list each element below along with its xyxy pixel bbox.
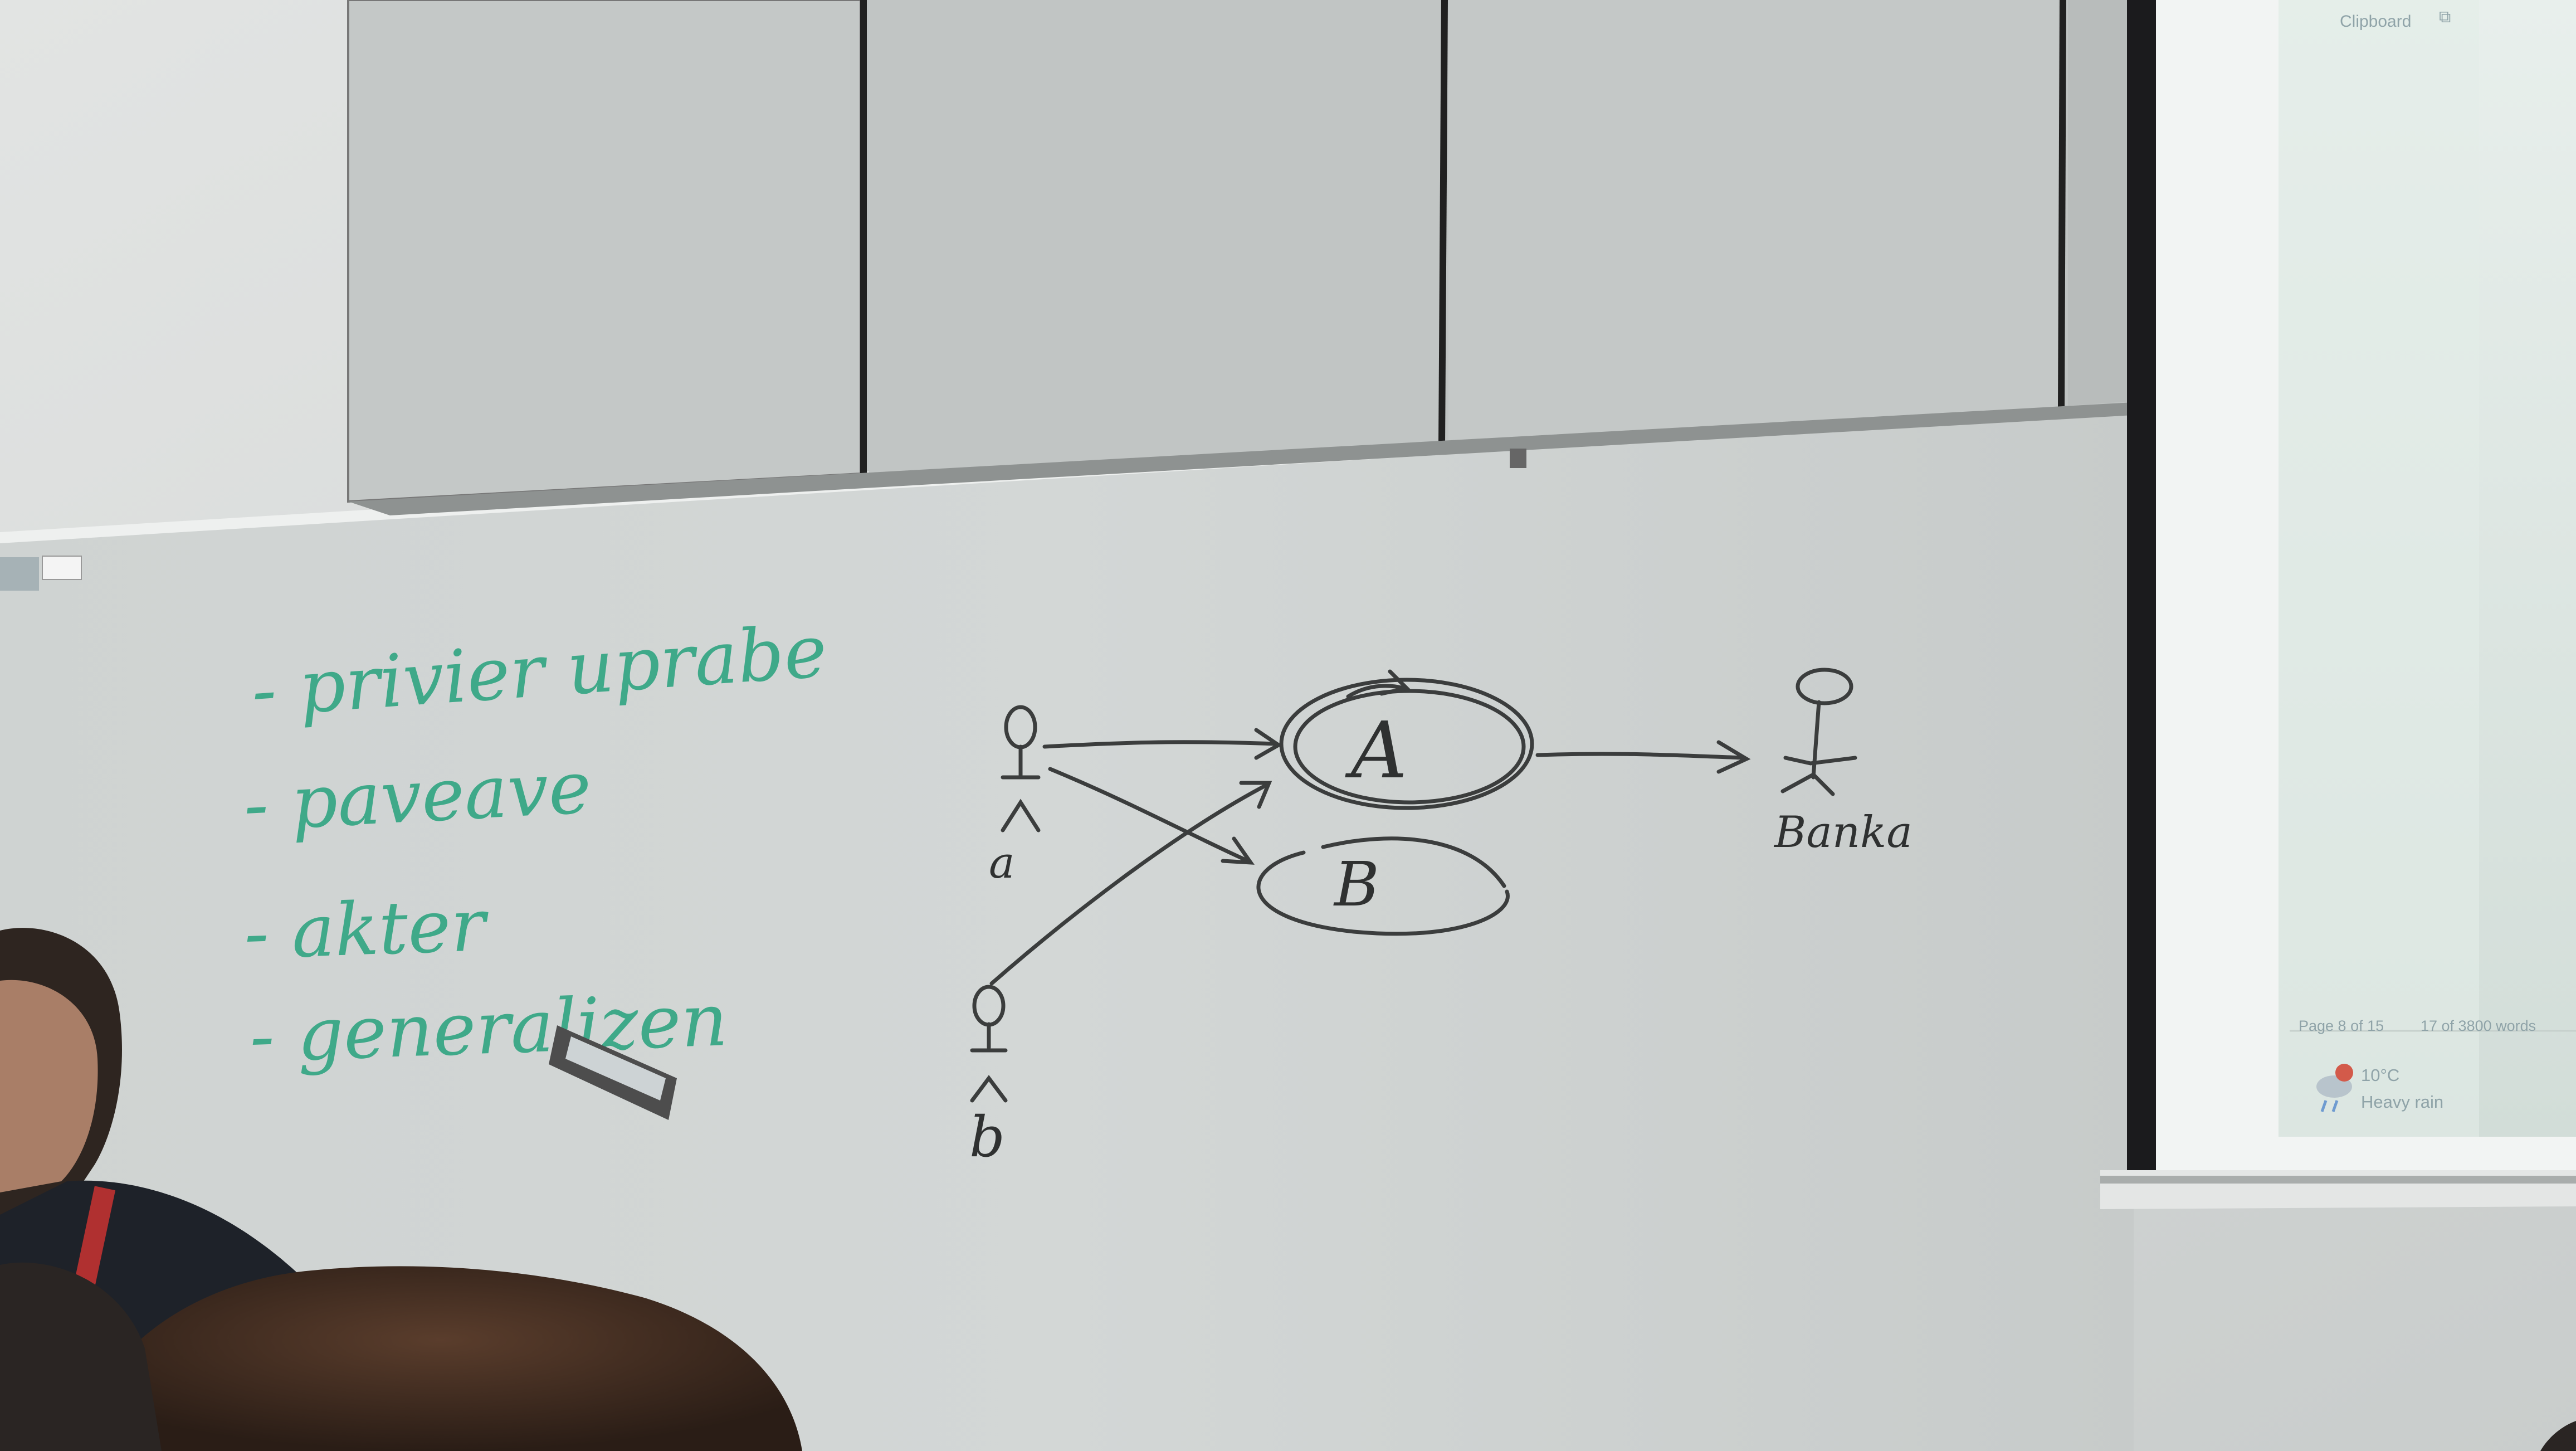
projector-screen — [2100, 0, 2576, 1209]
list-item-2: - paveave — [242, 744, 593, 847]
arrowhead-to-banka — [1716, 740, 1751, 774]
arrowhead-a-to-b — [1221, 836, 1255, 865]
eraser — [549, 1025, 677, 1120]
wall-cabinets — [347, 0, 2134, 515]
board-label — [42, 556, 82, 580]
weather-rain-icon — [2316, 1064, 2353, 1112]
ribbon-clipboard-label: Clipboard — [2340, 12, 2412, 31]
use-case-b-ellipse — [1256, 836, 1510, 936]
board-sticker — [0, 557, 39, 591]
dialog-launcher-icon[interactable]: ⧉ — [2439, 8, 2451, 26]
arrowhead-b-to-a — [1239, 781, 1272, 809]
status-word-count[interactable]: 17 of 3800 words — [2421, 1017, 2536, 1034]
actor-banka-label: Banka — [1773, 807, 1913, 858]
usecase-a-scribble — [1346, 669, 1411, 699]
actor-a-figure — [1001, 705, 1041, 832]
weather-temperature[interactable]: 10°C — [2361, 1065, 2400, 1085]
list-item-3: - akter — [243, 883, 491, 976]
use-case-a-ellipse — [1279, 678, 1534, 810]
arrow-a-to-usecase-a — [1042, 740, 1278, 749]
use-case-b-label: B — [1333, 849, 1379, 920]
weather-description[interactable]: Heavy rain — [2361, 1092, 2444, 1112]
use-case-diagram — [970, 668, 1857, 1103]
list-item-4: - generalizen — [248, 977, 729, 1079]
use-case-a-label: A — [1345, 705, 1407, 796]
arrowhead-a-to-a — [1254, 728, 1282, 760]
actor-b-label: b — [969, 1104, 1005, 1170]
diagram-labels: a b Banka A B — [969, 705, 1913, 1170]
actor-b-figure — [970, 985, 1008, 1103]
student-hair-foreground — [0, 1262, 2576, 1451]
use-case-a-ellipse-inner — [1293, 689, 1526, 805]
arrow-a-to-usecase-b — [1048, 767, 1250, 863]
green-list: - privier uprabe - paveave - akter - gen… — [242, 608, 830, 1079]
arrow-b-to-usecase-a — [989, 782, 1270, 986]
whiteboard — [0, 410, 2134, 1451]
actor-a-label: a — [989, 838, 1015, 888]
status-page-count[interactable]: Page 8 of 15 — [2299, 1017, 2384, 1034]
arrow-usecase-a-to-banka — [1535, 752, 1746, 760]
actor-banka-figure — [1780, 668, 1857, 796]
